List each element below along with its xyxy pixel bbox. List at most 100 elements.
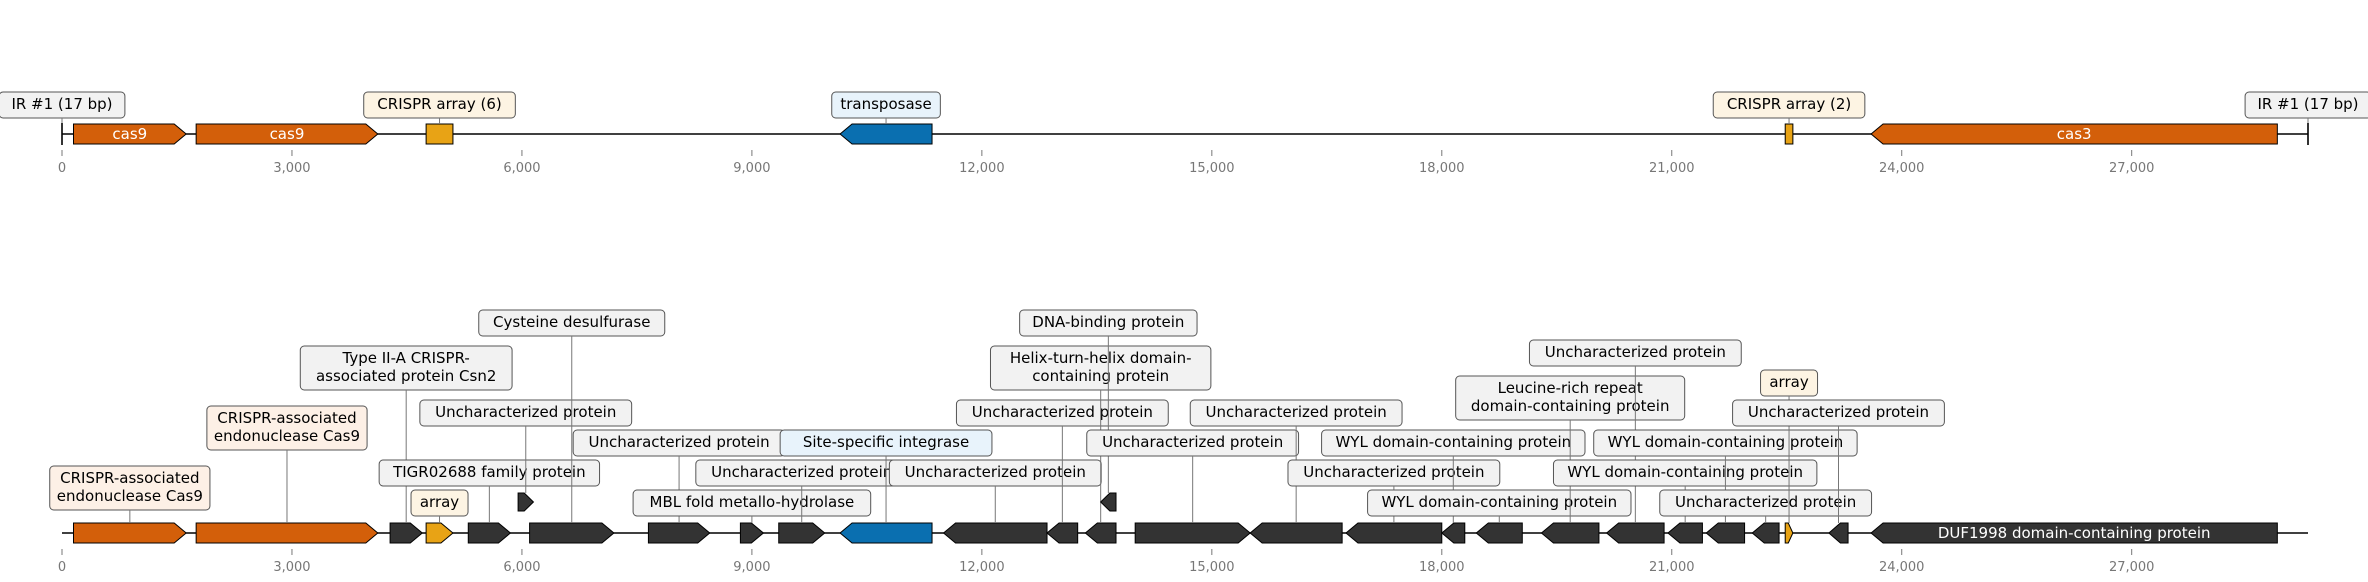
bottom-feature-25: [1784, 522, 1794, 544]
top-axis-tick-label: 18,000: [1419, 161, 1465, 176]
bottom-feature-7-box: Uncharacterized protein: [572, 429, 786, 457]
bottom-feature-17: [1345, 522, 1443, 544]
bottom-feature-14: [1099, 492, 1117, 512]
bottom-feature-18-box: WYL domain-containing protein: [1321, 429, 1586, 457]
bottom-feature-23-box: WYL domain-containing protein: [1593, 429, 1858, 457]
bottom-feature-3-box: array: [410, 489, 469, 517]
top-feature-0: [72, 123, 187, 145]
top-axis-tick-label: 12,000: [959, 161, 1005, 176]
bottom-feature-24-box: Uncharacterized protein: [1659, 489, 1873, 517]
top-axis-tick-label: 9,000: [733, 161, 770, 176]
bottom-feature-5-label: Uncharacterized protein: [435, 403, 616, 421]
bottom-feature-16-label: Uncharacterized protein: [1206, 403, 1387, 421]
bottom-feature-8-label: MBL fold metallo-hydrolase: [650, 493, 855, 511]
bottom-feature-17-label: Uncharacterized protein: [1303, 463, 1484, 481]
top-feature-3-box: transposase: [831, 91, 941, 119]
bottom-feature-6-box: Cysteine desulfurase: [478, 309, 666, 337]
bottom-feature-10-label: Site-specific integrase: [803, 433, 969, 451]
top-feature-5: [1870, 123, 2278, 145]
bottom-feature-2-label: associated protein Csn2: [316, 367, 496, 385]
bottom-feature-21-label: Uncharacterized protein: [1545, 343, 1726, 361]
bottom-axis-tick-label: 6,000: [503, 560, 540, 575]
bottom-feature-26: [1828, 522, 1849, 544]
top-feature-5-name: cas3: [2057, 125, 2092, 143]
bottom-feature-18-label: WYL domain-containing protein: [1335, 433, 1571, 451]
top-feature-2-label: CRISPR array (6): [377, 95, 501, 113]
bottom-axis-tick-label: 0: [58, 560, 66, 575]
bottom-axis-tick-label: 12,000: [959, 560, 1005, 575]
bottom-feature-20: [1540, 522, 1600, 544]
top-axis-tick-label: 21,000: [1649, 161, 1695, 176]
bottom-feature-2-label: Type II-A CRISPR-: [342, 349, 470, 367]
bottom-feature-19-label: WYL domain-containing protein: [1381, 493, 1617, 511]
bottom-feature-20-label: Leucine-rich repeat: [1498, 379, 1643, 397]
bottom-feature-13-label: Helix-turn-helix domain-: [1010, 349, 1192, 367]
bottom-feature-15: [1134, 522, 1251, 544]
top-feature-4-box: CRISPR array (2): [1712, 91, 1866, 119]
bottom-feature-3: [425, 522, 454, 544]
bottom-feature-13: [1084, 522, 1117, 544]
bottom-feature-25-box: array: [1760, 369, 1819, 397]
top-axis-tick-label: 15,000: [1189, 161, 1235, 176]
bottom-feature-13-label: containing protein: [1032, 367, 1169, 385]
bottom-feature-0-label: CRISPR-associated: [60, 469, 199, 487]
bottom-axis-tick-label: 3,000: [273, 560, 310, 575]
bottom-feature-23: [1705, 522, 1746, 544]
bottom-feature-1: [195, 522, 379, 544]
bottom-feature-16: [1249, 522, 1343, 544]
bottom-feature-12: [1046, 522, 1079, 544]
bottom-feature-27: [1870, 522, 2278, 544]
bottom-feature-14-label: DNA-binding protein: [1032, 313, 1184, 331]
bottom-feature-15-label: Uncharacterized protein: [1102, 433, 1283, 451]
bottom-feature-9: [778, 522, 826, 544]
bottom-feature-13-box: Helix-turn-helix domain-containing prote…: [989, 345, 1212, 391]
top-feature-1-name: cas9: [270, 125, 305, 143]
bottom-axis-tick-label: 27,000: [2109, 560, 2155, 575]
bottom-feature-25-label: array: [1769, 373, 1808, 391]
bottom-feature-1-label: CRISPR-associated: [217, 409, 356, 427]
bottom-feature-9-box: Uncharacterized protein: [695, 459, 909, 487]
bottom-feature-2: [389, 522, 424, 544]
bottom-feature-5-box: Uncharacterized protein: [419, 399, 633, 427]
top-feature-4-label: CRISPR array (2): [1727, 95, 1851, 113]
bottom-feature-6-label: Cysteine desulfurase: [493, 313, 650, 331]
bottom-feature-8-box: MBL fold metallo-hydrolase: [632, 489, 872, 517]
bottom-feature-22: [1667, 522, 1703, 544]
bottom-feature-0-label: endonuclease Cas9: [57, 487, 203, 505]
bottom-feature-7-label: Uncharacterized protein: [588, 433, 769, 451]
top-axis-tick-label: 3,000: [273, 161, 310, 176]
bottom-feature-11: [942, 522, 1048, 544]
top-feature-0-name: cas9: [112, 125, 147, 143]
bottom-feature-1-label: endonuclease Cas9: [214, 427, 360, 445]
bottom-feature-3-label: array: [420, 493, 459, 511]
ir-right-label: IR #1 (17 bp): [2257, 95, 2358, 113]
top-axis-tick-label: 24,000: [1879, 161, 1925, 176]
bottom-feature-0: [72, 522, 187, 544]
bottom-feature-27-name: DUF1998 domain-containing protein: [1938, 524, 2211, 542]
ir-left-label: IR #1 (17 bp): [11, 95, 112, 113]
bottom-feature-15-box: Uncharacterized protein: [1086, 429, 1300, 457]
top-feature-1: [195, 123, 379, 145]
top-feature-3: [839, 123, 933, 145]
bottom-feature-26-box: Uncharacterized protein: [1732, 399, 1945, 427]
bottom-feature-20-label: domain-containing protein: [1471, 397, 1670, 415]
bottom-feature-4-label: TIGR02688 family protein: [392, 463, 586, 481]
bottom-feature-24-label: Uncharacterized protein: [1675, 493, 1856, 511]
bottom-feature-4-box: TIGR02688 family protein: [378, 459, 601, 487]
bottom-feature-22-label: WYL domain-containing protein: [1567, 463, 1803, 481]
bottom-axis-tick-label: 18,000: [1419, 560, 1465, 575]
top-axis-tick-label: 0: [58, 161, 66, 176]
bottom-feature-11-label: Uncharacterized protein: [905, 463, 1086, 481]
bottom-feature-24: [1751, 522, 1780, 544]
bottom-axis-tick-label: 21,000: [1649, 560, 1695, 575]
bottom-feature-4: [467, 522, 512, 544]
bottom-feature-23-label: WYL domain-containing protein: [1608, 433, 1844, 451]
bottom-feature-19: [1475, 522, 1523, 544]
bottom-feature-17-box: Uncharacterized protein: [1287, 459, 1501, 487]
bottom-feature-2-box: Type II-A CRISPR-associated protein Csn2: [299, 345, 513, 391]
